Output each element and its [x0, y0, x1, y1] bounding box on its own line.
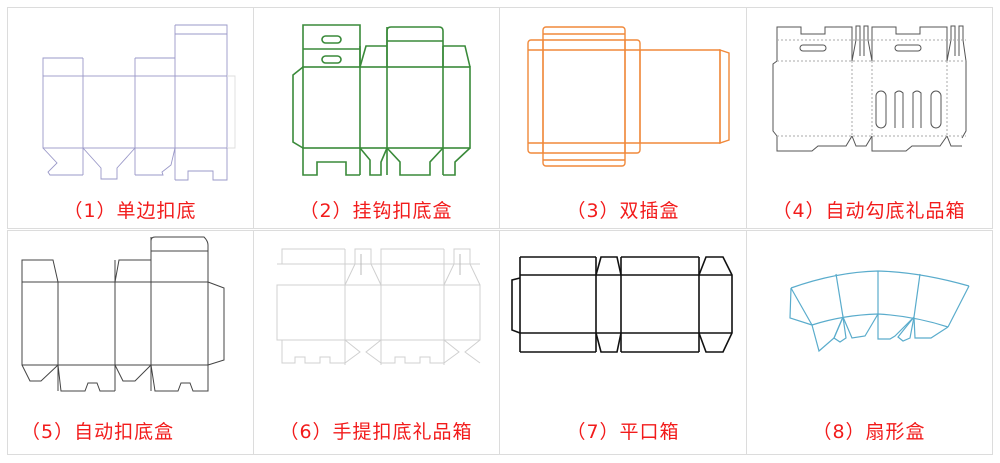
caption-auto-lock-gift-box: （4）自动勾底礼品箱	[772, 200, 966, 222]
dieline-flat-mouth-box	[511, 256, 733, 353]
caption-hook-lock-bottom-box: （2）挂钩扣底盒	[299, 200, 453, 222]
panel-3	[499, 7, 747, 229]
dieline-auto-lock-bottom-box	[21, 236, 225, 392]
panel-6	[253, 230, 500, 455]
caption-single-side-lock-bottom: （1）单边扣底	[63, 200, 197, 222]
panel-7	[499, 230, 747, 455]
dieline-auto-lock-gift-box	[772, 25, 967, 152]
caption-fan-shaped-box: （8）扇形盒	[812, 421, 926, 443]
panel-2	[253, 7, 500, 229]
dieline-handle-lock-bottom-gift-box	[276, 248, 481, 365]
caption-handle-lock-bottom-gift-box: （6）手提扣底礼品箱	[279, 421, 473, 443]
dieline-fan-shaped-box	[789, 270, 970, 353]
panel-5	[7, 230, 254, 455]
panel-4	[746, 7, 993, 229]
dieline-hook-lock-bottom-box	[292, 24, 471, 176]
dieline-double-tuck-box	[527, 26, 730, 167]
caption-flat-mouth-box: （7）平口箱	[566, 421, 680, 443]
panel-8	[746, 230, 993, 455]
panel-1	[7, 7, 254, 229]
caption-auto-lock-bottom-box: （5）自动扣底盒	[21, 421, 175, 443]
caption-double-tuck-box: （3）双插盒	[566, 200, 680, 222]
dieline-single-side-lock-bottom	[42, 24, 236, 181]
